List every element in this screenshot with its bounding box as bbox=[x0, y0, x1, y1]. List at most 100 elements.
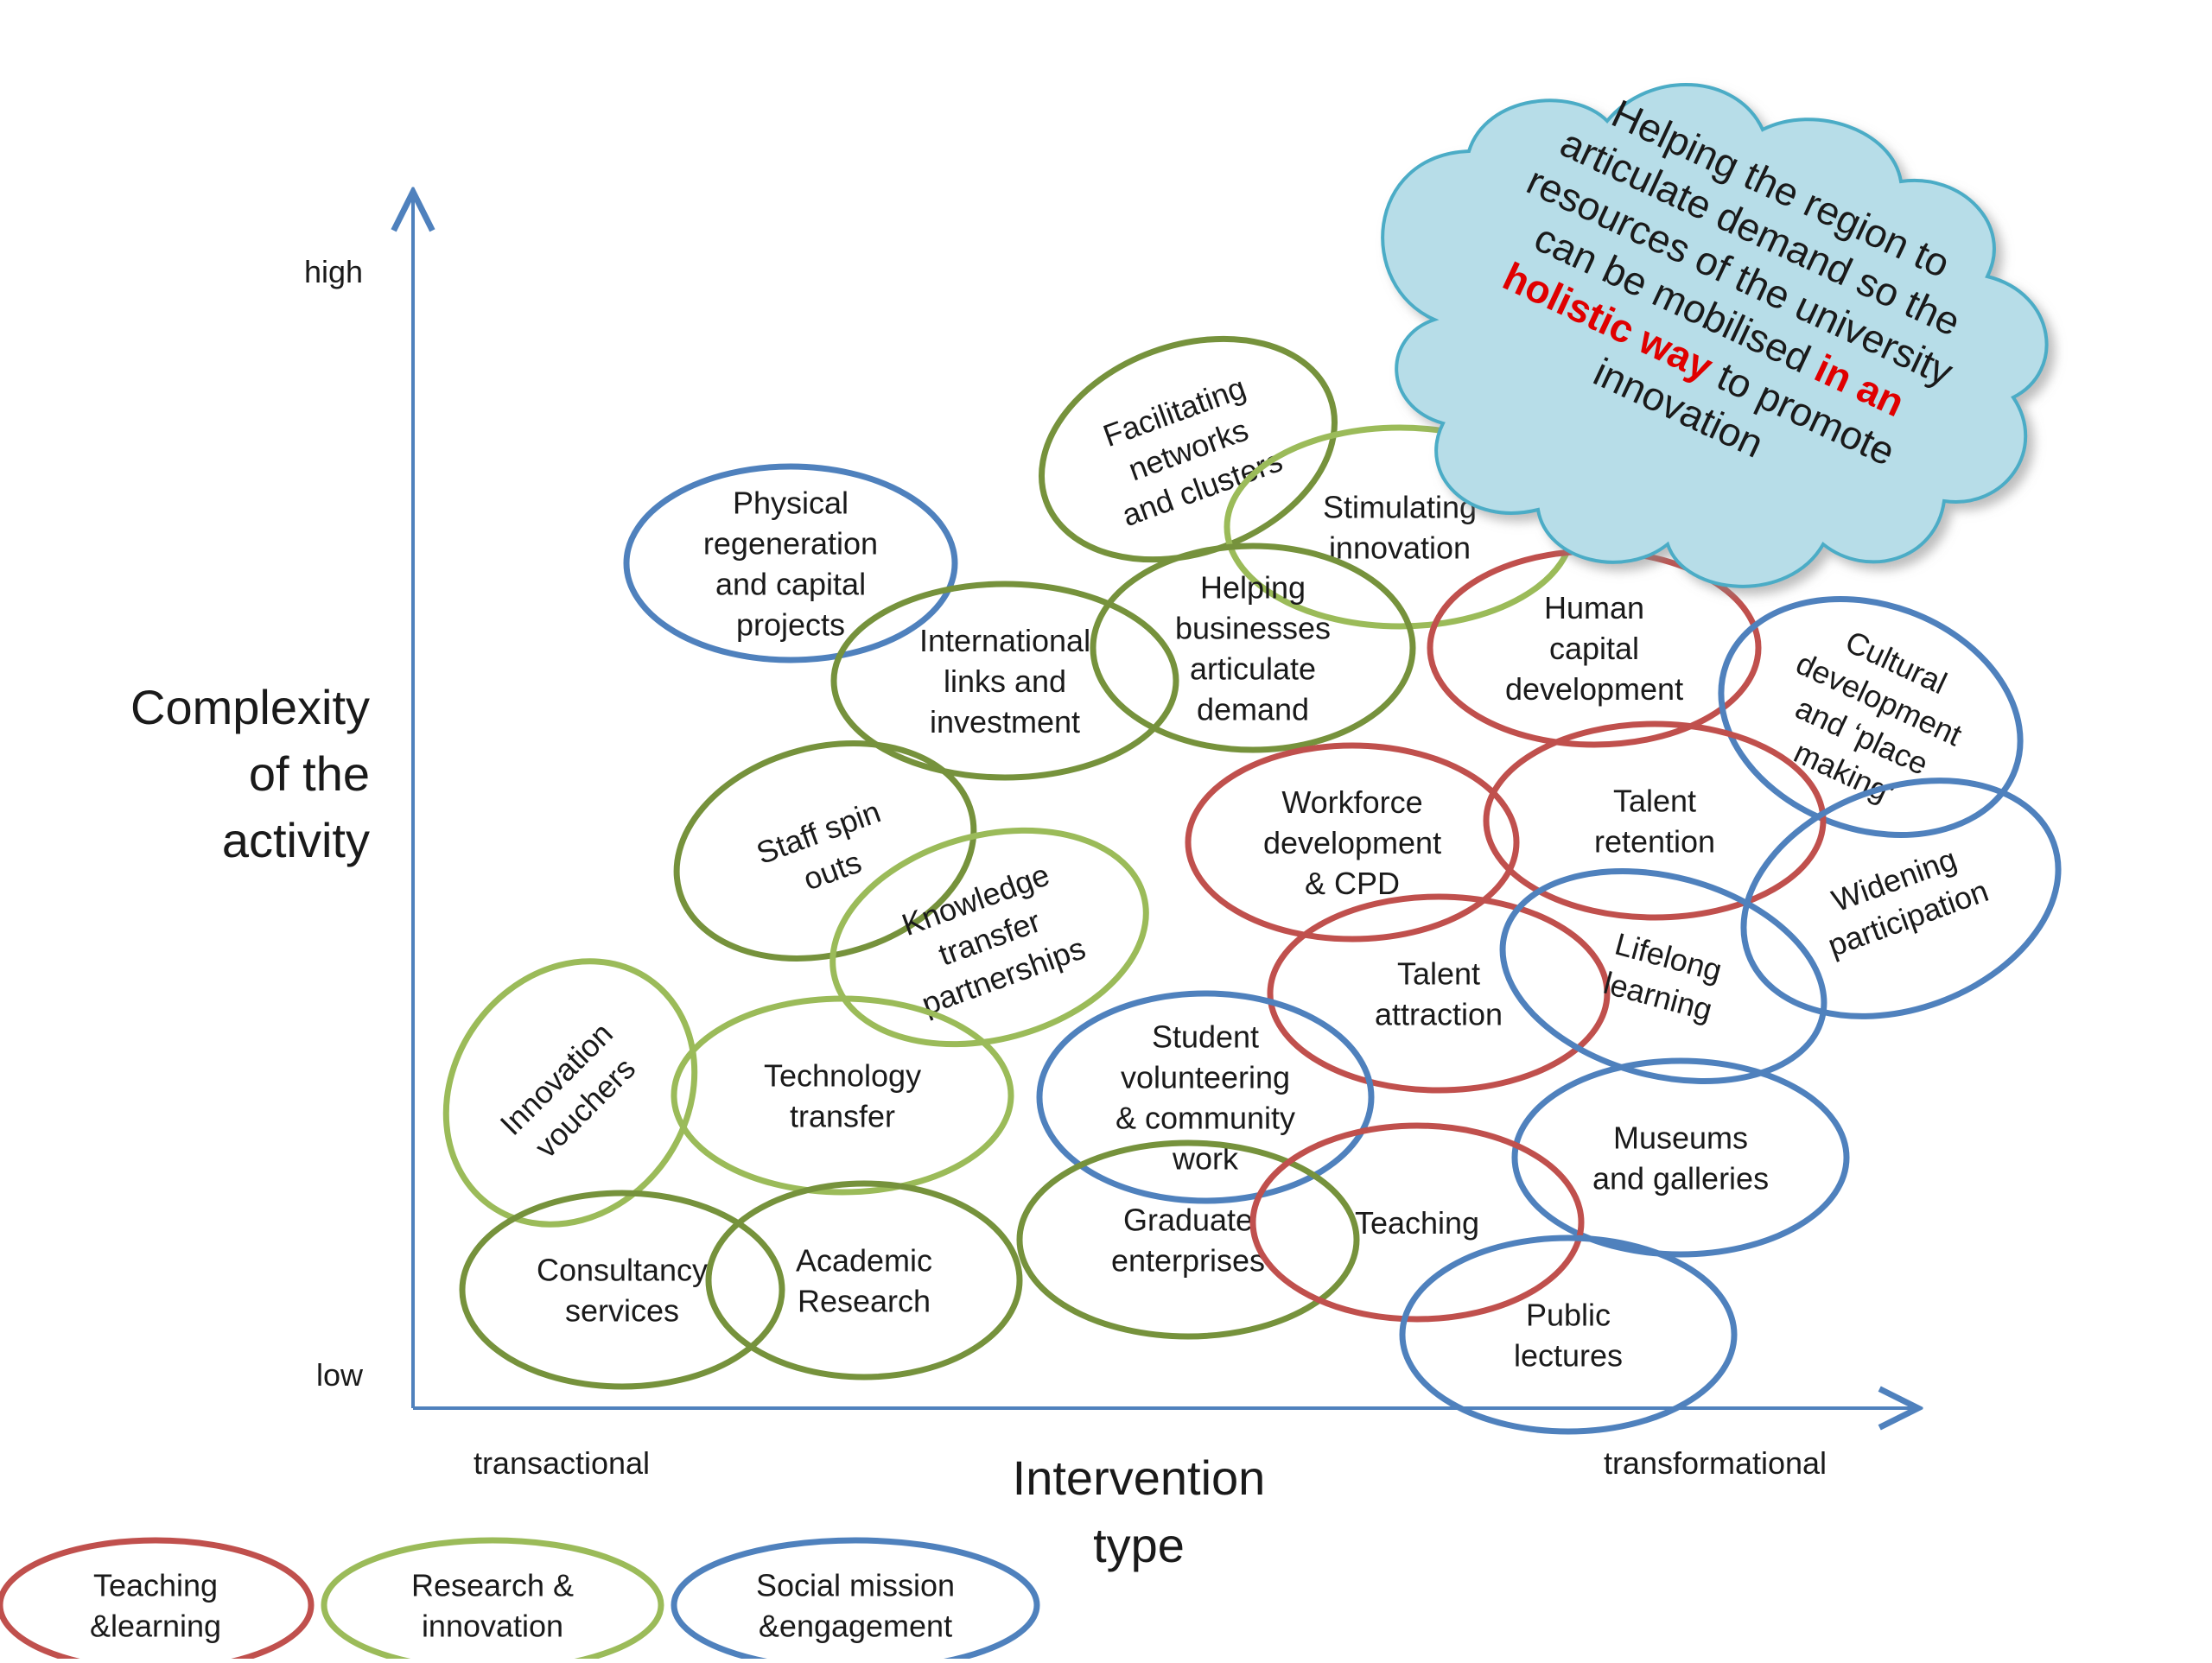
bubble-graduate-enterprises-outline bbox=[1016, 1139, 1360, 1340]
legend-swatch-research bbox=[321, 1537, 664, 1663]
bubble-international-links-label-line: links and bbox=[944, 663, 1066, 699]
bubble-cultural-development-outline bbox=[1718, 596, 2024, 838]
bubble-physical-regeneration-label-line: projects bbox=[736, 607, 845, 643]
cloud-text: Helping the region toarticulate demand s… bbox=[1459, 70, 2001, 526]
bubble-physical-regeneration-label-line: regeneration bbox=[703, 526, 878, 562]
legend: Teaching&learning Research & innovation Soc… bbox=[0, 1537, 1040, 1663]
bubble-talent-attraction-label-line: attraction bbox=[1375, 997, 1503, 1032]
bubble-technology-transfer-label-line: Technology bbox=[764, 1058, 921, 1094]
bubble-workforce-development-outline bbox=[1185, 742, 1520, 943]
bubble-public-lectures-label-line: Public bbox=[1526, 1298, 1611, 1333]
bubble-stimulating-innovation-label: Stimulating innovation bbox=[1323, 490, 1477, 566]
bubble-stimulating-innovation-label-line: Stimulating bbox=[1323, 490, 1477, 525]
legend-teaching-label-line: &learning bbox=[90, 1609, 221, 1644]
x-axis-right-label: transformational bbox=[1604, 1445, 1827, 1481]
bubble-consultancy-services-label-line: services bbox=[565, 1293, 679, 1329]
bubble-talent-retention: Talent retention bbox=[1483, 720, 1827, 921]
bubble-international-links-label-line: International bbox=[919, 623, 1090, 658]
legend-item-research: Research & innovation bbox=[321, 1537, 664, 1663]
bubble-human-capital-label-line: development bbox=[1505, 671, 1683, 707]
bubble-human-capital: Human capital development bbox=[1427, 548, 1762, 748]
bubble-cultural-development-label: Culturaldevelopmentand ‘placemaking’ bbox=[1757, 608, 1985, 826]
bubble-museums-galleries-outline bbox=[1511, 1057, 1850, 1258]
x-axis-title-line-1: Intervention bbox=[1013, 1450, 1266, 1505]
legend-research-label: Research & innovation bbox=[411, 1568, 574, 1644]
bubble-graduate-enterprises-label-line: Graduate bbox=[1123, 1203, 1253, 1238]
y-axis-title-line-2: of the bbox=[249, 746, 370, 801]
bubble-stimulating-innovation-label-line: innovation bbox=[1329, 530, 1471, 566]
bubble-talent-attraction-label: Talent attraction bbox=[1375, 956, 1503, 1032]
bubble-human-capital-label-line: capital bbox=[1549, 631, 1639, 666]
bubble-talent-retention-label-line: Talent bbox=[1613, 784, 1696, 819]
y-tick-high: high bbox=[304, 254, 363, 289]
bubble-cultural-development: Culturaldevelopmentand ‘placemaking’ bbox=[1718, 596, 2024, 838]
bubble-widening-participation-outline bbox=[1740, 778, 2062, 1019]
bubble-talent-attraction-label-line: Talent bbox=[1397, 956, 1480, 992]
bubble-stimulating-innovation: Stimulating innovation bbox=[1224, 424, 1576, 630]
legend-teaching-label-line: Teaching bbox=[93, 1568, 218, 1603]
bubble-human-capital-label-line: Human bbox=[1544, 590, 1644, 625]
legend-social-label: Social mission&engagement bbox=[756, 1568, 955, 1644]
bubble-student-volunteering-label-line: Student bbox=[1152, 1019, 1259, 1055]
bubble-talent-retention-label-line: retention bbox=[1594, 824, 1715, 860]
y-axis-title-line-3: activity bbox=[222, 813, 370, 867]
bubble-innovation-vouchers: Innovationvouchers bbox=[442, 958, 698, 1228]
bubble-knowledge-transfer-outline bbox=[830, 827, 1149, 1048]
bubble-workforce-development: Workforce development & CPD bbox=[1185, 742, 1520, 943]
bubble-student-volunteering-label-line: volunteering bbox=[1121, 1060, 1290, 1095]
legend-item-social: Social mission&engagement bbox=[671, 1537, 1040, 1663]
bubble-technology-transfer-outline bbox=[671, 995, 1014, 1196]
legend-research-label-line: innovation bbox=[422, 1609, 563, 1644]
bubble-workforce-development-label-line: & CPD bbox=[1305, 866, 1400, 901]
legend-swatch-teaching bbox=[0, 1537, 315, 1663]
bubble-teaching-label-line: Teaching bbox=[1355, 1205, 1479, 1241]
bubble-academic-research-outline bbox=[705, 1180, 1023, 1381]
bubble-teaching-outline bbox=[1249, 1122, 1585, 1323]
bubble-physical-regeneration-label-line: Physical bbox=[733, 486, 849, 521]
bubble-technology-transfer-label: Technology transfer bbox=[764, 1058, 921, 1134]
bubble-museums-galleries-label-line: and galleries bbox=[1592, 1161, 1769, 1196]
bubble-consultancy-services-outline bbox=[459, 1190, 785, 1390]
axes: high low Complexity of the activity tran… bbox=[130, 192, 1918, 1572]
bubble-staff-spin-outs: Staff spinouts bbox=[673, 740, 977, 962]
bubble-student-volunteering-outline bbox=[1036, 990, 1375, 1204]
bubble-workforce-development-label: Workforce development & CPD bbox=[1263, 784, 1441, 901]
bubble-technology-transfer-label-line: transfer bbox=[790, 1099, 895, 1134]
bubble-talent-retention-outline bbox=[1483, 720, 1827, 921]
legend-research-label-line: Research & bbox=[411, 1568, 574, 1603]
x-axis-title-line-2: type bbox=[1093, 1518, 1185, 1572]
bubble-museums-galleries: Museums and galleries bbox=[1511, 1057, 1850, 1258]
legend-social-label-line: &engagement bbox=[759, 1609, 952, 1644]
bubble-talent-attraction: Talent attraction bbox=[1267, 893, 1611, 1094]
bubble-human-capital-label: Human capital development bbox=[1505, 590, 1683, 707]
legend-teaching-label: Teaching&learning bbox=[90, 1568, 221, 1644]
bubble-public-lectures-outline bbox=[1399, 1235, 1738, 1435]
bubble-workforce-development-label-line: development bbox=[1263, 825, 1441, 860]
bubble-knowledge-transfer: Knowledgetransferpartnerships bbox=[830, 827, 1149, 1048]
cloud-shape bbox=[1381, 83, 2049, 588]
bubble-staff-spin-outs-outline bbox=[673, 740, 977, 962]
bubble-museums-galleries-label-line: Museums bbox=[1613, 1120, 1748, 1156]
bubble-student-volunteering-label-line: & community bbox=[1116, 1101, 1295, 1136]
bubble-helping-businesses-label-line: demand bbox=[1197, 692, 1309, 727]
bubble-museums-galleries-label: Museums and galleries bbox=[1592, 1120, 1769, 1196]
bubble-international-links-label-line: investment bbox=[930, 704, 1080, 739]
bubble-technology-transfer: Technology transfer bbox=[671, 995, 1014, 1196]
bubble-international-links: International links and investment bbox=[830, 581, 1179, 781]
bubble-workforce-development-label-line: Workforce bbox=[1281, 784, 1422, 820]
